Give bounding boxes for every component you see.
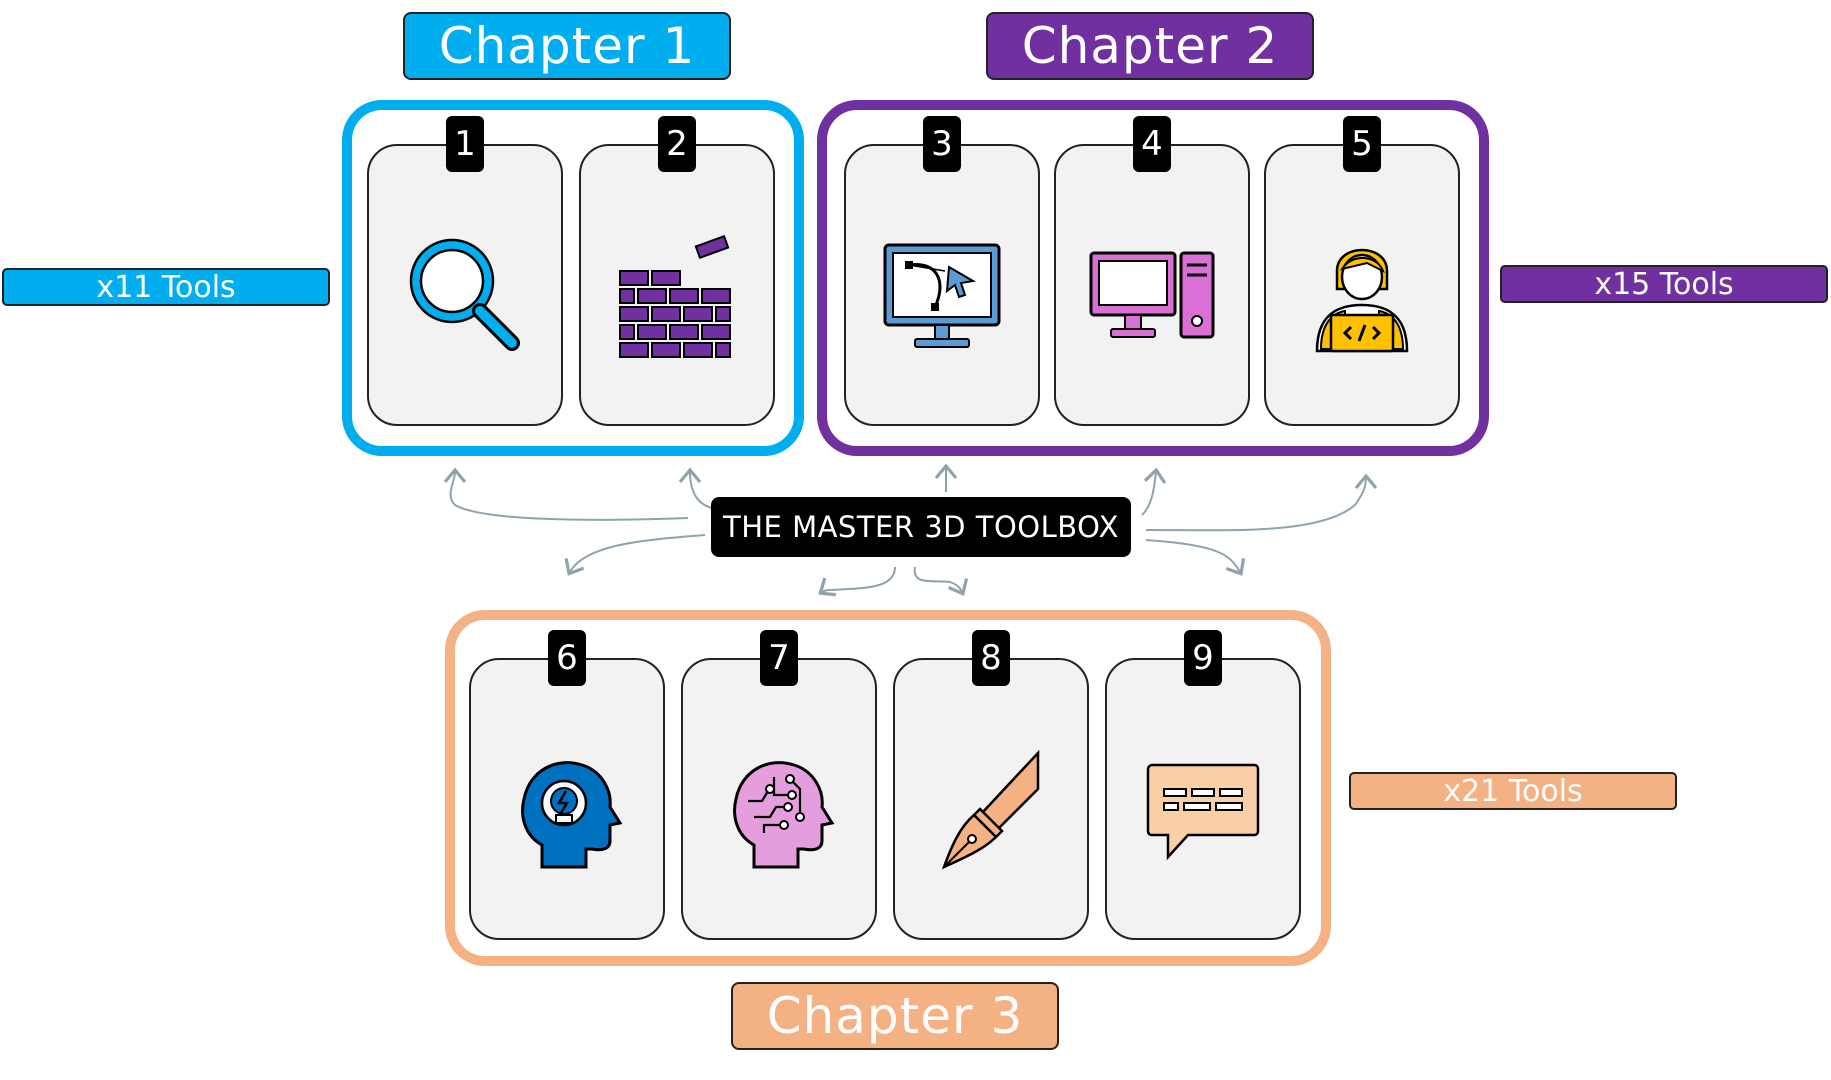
card-number-6: 6 — [548, 630, 586, 686]
chapter-2-title: Chapter 2 — [986, 12, 1314, 80]
tool-card-1[interactable]: 1 — [367, 116, 563, 426]
card-number-5: 5 — [1343, 116, 1381, 172]
tool-card-6[interactable]: 6 — [469, 630, 665, 940]
master-toolbox-label: THE MASTER 3D TOOLBOX — [711, 497, 1131, 557]
tool-card-2[interactable]: 2 — [579, 116, 775, 426]
magnifier-icon — [409, 238, 520, 351]
card-number-8: 8 — [972, 630, 1010, 686]
programmer-icon — [1315, 248, 1409, 353]
arrow-to-card-9 — [1145, 539, 1246, 576]
card-number-4: 4 — [1133, 116, 1171, 172]
tool-card-9[interactable]: 9 — [1105, 630, 1301, 940]
fountain-pen-icon — [941, 749, 1040, 870]
brick-wall-icon — [619, 234, 731, 358]
tool-card-8[interactable]: 8 — [893, 630, 1089, 940]
tool-card-3[interactable]: 3 — [844, 116, 1040, 426]
chat-bubble-icon — [1146, 763, 1260, 861]
tool-card-4[interactable]: 4 — [1054, 116, 1250, 426]
chapter-3-title: Chapter 3 — [731, 982, 1059, 1050]
arrow-to-card-4 — [1141, 467, 1167, 516]
arrow-to-card-8 — [913, 566, 969, 597]
card-number-7: 7 — [760, 630, 798, 686]
card-number-3: 3 — [923, 116, 961, 172]
arrow-to-card-2 — [678, 467, 713, 509]
arrow-to-card-1 — [443, 467, 689, 521]
head-lightbulb-icon — [521, 761, 623, 869]
card-number-9: 9 — [1184, 630, 1222, 686]
chapter-2-tools-badge: x15 Tools — [1500, 265, 1828, 303]
tool-card-5[interactable]: 5 — [1264, 116, 1460, 426]
chapter-1-title: Chapter 1 — [403, 12, 731, 80]
arrow-to-card-5 — [1145, 473, 1378, 532]
chapter-1-tools-badge: x11 Tools — [2, 268, 330, 306]
arrow-to-card-7 — [818, 566, 896, 597]
head-circuit-icon — [733, 761, 835, 869]
arrow-to-card-6 — [564, 534, 706, 576]
chapter-3-tools-badge: x21 Tools — [1349, 772, 1677, 810]
tool-card-7[interactable]: 7 — [681, 630, 877, 940]
desktop-computer-icon — [1089, 251, 1215, 339]
card-number-2: 2 — [658, 116, 696, 172]
vector-design-monitor-icon — [883, 243, 1001, 348]
card-number-1: 1 — [446, 116, 484, 172]
